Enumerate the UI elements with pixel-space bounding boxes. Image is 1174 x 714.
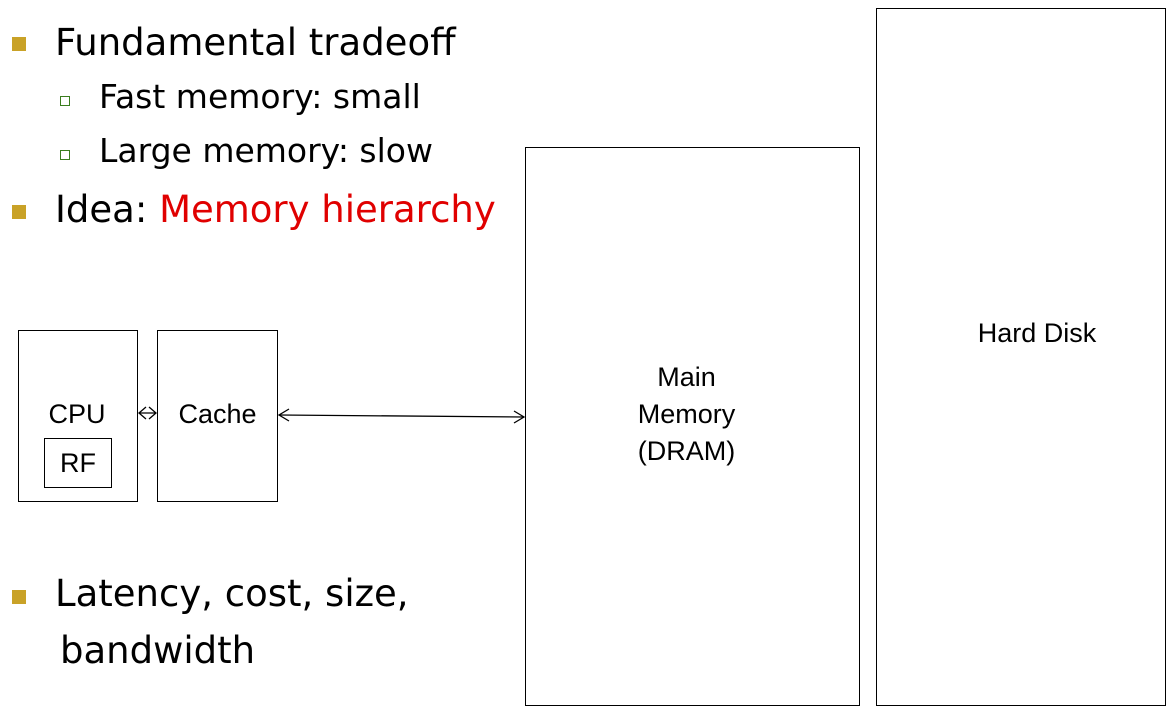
sub-bullet-fast-memory: Fast memory: small xyxy=(99,77,421,116)
sub-bullet-marker xyxy=(60,96,70,106)
bullet-fundamental-tradeoff: Fundamental tradeoff xyxy=(55,21,456,64)
cache-memory-arrowhead-left xyxy=(277,408,290,422)
cpu-label: CPU xyxy=(48,399,106,429)
hard-disk-box xyxy=(876,8,1166,706)
hard-disk-label: Hard Disk xyxy=(977,318,1097,348)
cache-memory-arrow xyxy=(278,414,525,418)
main-memory-label-line1: Main xyxy=(657,362,716,392)
cpu-cache-arrowhead-right xyxy=(148,406,157,420)
cache-label: Cache xyxy=(178,399,257,429)
idea-prefix: Idea: xyxy=(55,188,160,231)
rf-label: RF xyxy=(60,448,96,478)
sub-bullet-marker xyxy=(60,150,70,160)
memory-hierarchy-highlight: Memory hierarchy xyxy=(159,188,496,231)
bullet-marker xyxy=(12,590,26,604)
bullet-latency-line2: bandwidth xyxy=(60,629,256,672)
bullet-marker xyxy=(12,205,26,219)
main-memory-label-line2: Memory xyxy=(637,399,736,429)
bullet-marker xyxy=(12,37,26,51)
sub-bullet-large-memory: Large memory: slow xyxy=(99,131,433,170)
main-memory-box xyxy=(525,147,860,706)
bullet-latency-line1: Latency, cost, size, xyxy=(55,572,409,615)
rf-box xyxy=(44,438,112,488)
bullet-idea: Idea: Memory hierarchy xyxy=(55,191,496,228)
main-memory-label-line3: (DRAM) xyxy=(637,436,736,466)
cache-memory-arrowhead-right xyxy=(513,410,526,424)
cache-box xyxy=(157,330,278,502)
cpu-cache-arrowhead-left xyxy=(138,406,147,420)
